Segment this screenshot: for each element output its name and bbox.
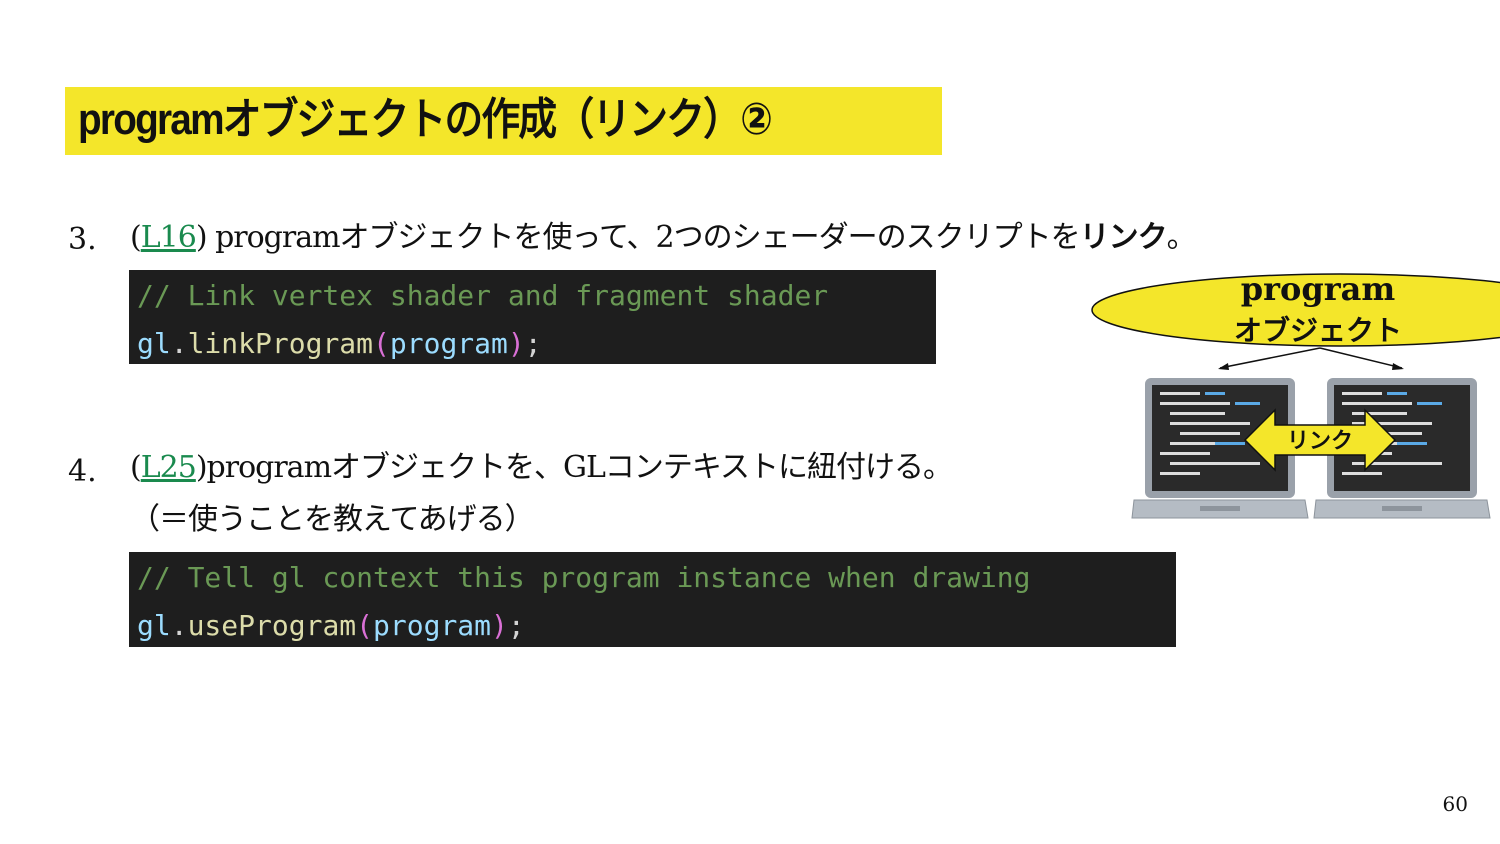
step-4-open-paren: ( — [130, 450, 142, 485]
ellipse-label-1: program — [1241, 270, 1396, 308]
code-arg: program — [389, 327, 508, 360]
code-object: gl — [137, 327, 171, 360]
step-3-open-paren: ( — [130, 220, 142, 255]
arrow-right — [1319, 347, 1403, 369]
arrowhead-left-icon — [1218, 363, 1229, 370]
code-line: gl.useProgram(program); — [137, 602, 1168, 650]
code-function: useProgram — [187, 609, 357, 642]
link-illustration: program オブジェクト — [1091, 270, 1500, 519]
code-lparen: ( — [356, 609, 374, 642]
code-comment: // Link vertex shader and fragment shade… — [137, 279, 829, 312]
step-4-link[interactable]: L25 — [140, 450, 197, 485]
code-rparen: ) — [507, 327, 525, 360]
code-object: gl — [137, 609, 171, 642]
step-3-number: 3. — [68, 222, 97, 257]
step-3-text: (L16) programオブジェクトを使って、2つのシェーダーのスクリプトをリ… — [130, 218, 1197, 258]
code-semicolon: ; — [507, 609, 525, 642]
step-3-bold: リンク — [1079, 220, 1168, 255]
code-semicolon: ; — [524, 327, 542, 360]
code-block-link: // Link vertex shader and fragment shade… — [129, 270, 936, 364]
arrow-left — [1219, 347, 1321, 369]
code-arg: program — [373, 609, 492, 642]
step-4-number: 4. — [68, 454, 97, 489]
code-dot: . — [170, 609, 188, 642]
code-line: gl.linkProgram(program); — [137, 320, 928, 368]
page-number: 60 — [1442, 792, 1468, 816]
title-highlight — [65, 87, 942, 155]
step-3-end: 。 — [1166, 220, 1197, 255]
code-comment: // Tell gl context this program instance… — [137, 561, 1031, 594]
code-function: linkProgram — [187, 327, 374, 360]
step-4-subtext: （＝使うことを教えてあげる） — [130, 502, 535, 537]
program-object-ellipse — [1091, 273, 1500, 347]
slide-title: programオブジェクトの作成（リンク）② — [78, 95, 773, 144]
double-arrow-icon — [1243, 408, 1397, 472]
code-block-use: // Tell gl context this program instance… — [129, 552, 1176, 647]
step-3-link[interactable]: L16 — [140, 220, 197, 255]
ellipse-label-2: オブジェクト — [1234, 314, 1402, 347]
arrow-label: リンク — [1287, 429, 1353, 454]
code-dot: . — [170, 327, 188, 360]
step-4-text: (L25)programオブジェクトを、GLコンテキストに紐付ける。 — [130, 448, 953, 488]
step-3-description: ) programオブジェクトを使って、2つのシェーダーのスクリプトを — [195, 220, 1081, 255]
code-rparen: ) — [491, 609, 508, 642]
arrowhead-right-icon — [1392, 363, 1404, 370]
laptop-right-icon — [1313, 378, 1491, 519]
step-4-description: )programオブジェクトを、GLコンテキストに紐付ける。 — [195, 450, 953, 485]
code-lparen: ( — [373, 327, 390, 360]
